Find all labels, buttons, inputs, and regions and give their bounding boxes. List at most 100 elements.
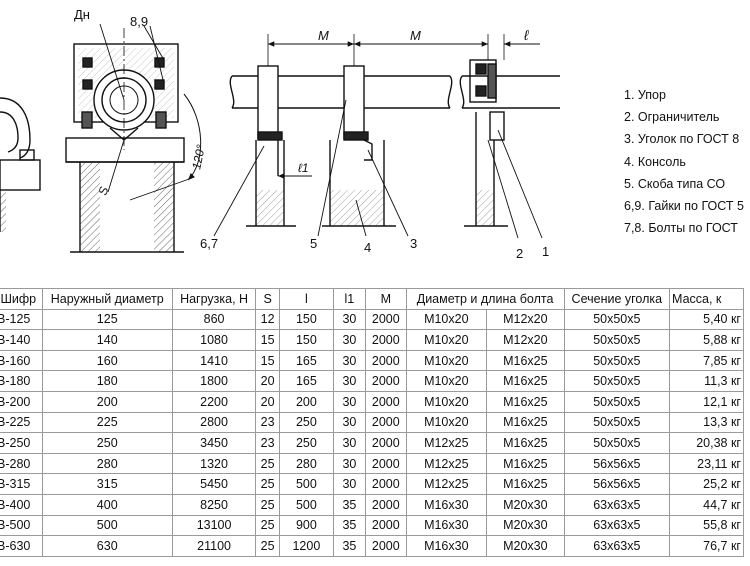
callout-3: 3: [410, 236, 417, 251]
table-cell: 2000: [365, 514, 407, 537]
table-cell: M16x25: [486, 452, 565, 475]
table-cell: 125: [41, 308, 173, 331]
label-nuts-top: 8,9: [130, 14, 148, 29]
table-cell: 860: [171, 308, 257, 331]
table-cell: 15: [255, 349, 280, 372]
table-cell: 5,88 кг: [669, 329, 744, 351]
front-view: [65, 23, 202, 253]
table-cell: 315: [41, 473, 173, 495]
table-cell: 25: [255, 452, 280, 475]
table-cell: В-630: [0, 535, 43, 557]
table-cell: В-225: [0, 411, 43, 434]
table-cell: 25,2 кг: [669, 473, 744, 495]
callout-1: 1: [542, 244, 549, 259]
table-cell: 63x63x5: [563, 493, 671, 516]
header-cell: Нагрузка, Н: [171, 288, 257, 310]
table-cell: 1320: [171, 452, 257, 475]
table-cell: 250: [41, 432, 173, 454]
header-cell: l1: [332, 288, 367, 310]
table-cell: M12x25: [405, 432, 488, 454]
table-cell: 30: [332, 411, 367, 434]
header-cell: Диаметр и длина болта: [405, 288, 565, 310]
table-cell: В-180: [0, 370, 43, 392]
table-cell: 250: [278, 432, 334, 454]
table-cell: В-140: [0, 329, 43, 351]
table-cell: В-400: [0, 493, 43, 516]
table-cell: M16x25: [486, 473, 565, 495]
table-cell: 2000: [365, 329, 407, 351]
table-cell: 50x50x5: [563, 308, 671, 331]
table-cell: 25: [255, 493, 280, 516]
table-cell: M12x20: [486, 308, 565, 331]
table-cell: 2000: [365, 452, 407, 475]
table-cell: 50x50x5: [563, 432, 671, 454]
header-cell: Сечение уголка: [563, 288, 671, 310]
table-cell: 30: [332, 308, 367, 331]
table-cell: 500: [278, 493, 334, 516]
table-cell: 56x56x5: [563, 473, 671, 495]
table-cell: 25: [255, 514, 280, 537]
table-cell: В-200: [0, 390, 43, 413]
table-cell: M20x30: [486, 514, 565, 537]
table-cell: M20x30: [486, 535, 565, 557]
table-cell: В-315: [0, 473, 43, 495]
legend-item: 7,8. Болты по ГОСТ: [624, 221, 738, 236]
table-cell: 50x50x5: [563, 349, 671, 372]
table-cell: 1080: [171, 329, 257, 351]
table-cell: 2000: [365, 432, 407, 454]
side-view: [213, 34, 560, 239]
table-cell: M16x30: [405, 493, 488, 516]
table-cell: 5,40 кг: [669, 308, 744, 331]
table-cell: M12x25: [405, 452, 488, 475]
table-cell: 35: [332, 514, 367, 537]
header-cell: M: [365, 288, 407, 310]
dim-m-right: M: [410, 28, 421, 43]
table-cell: 63x63x5: [563, 535, 671, 557]
table-cell: M10x20: [405, 308, 488, 331]
table-cell: 2000: [365, 370, 407, 392]
table-cell: M10x20: [405, 411, 488, 434]
table-cell: 140: [41, 329, 173, 351]
table-cell: 20: [255, 370, 280, 392]
label-angle: 120°: [189, 143, 208, 170]
header-cell: l: [278, 288, 334, 310]
table-cell: 50x50x5: [563, 390, 671, 413]
table-cell: 35: [332, 535, 367, 557]
table-cell: 2000: [365, 349, 407, 372]
table-cell: 1200: [278, 535, 334, 557]
table-cell: В-125: [0, 308, 43, 331]
table-cell: 50x50x5: [563, 411, 671, 434]
table-cell: 30: [332, 432, 367, 454]
table-cell: 55,8 кг: [669, 514, 744, 537]
table-cell: M10x20: [405, 370, 488, 392]
table-cell: 23: [255, 432, 280, 454]
table-cell: В-280: [0, 452, 43, 475]
legend-item: 2. Ограничитель: [624, 110, 720, 125]
table-cell: 150: [278, 308, 334, 331]
table-cell: 280: [278, 452, 334, 475]
side-support-partial: [0, 97, 41, 232]
table-cell: 500: [278, 473, 334, 495]
table-cell: 200: [278, 390, 334, 413]
legend-item: 5. Скоба типа СО: [624, 176, 726, 191]
label-s: S: [96, 185, 112, 197]
table-cell: 56x56x5: [563, 452, 671, 475]
table-cell: 50x50x5: [563, 329, 671, 351]
table-cell: 2000: [365, 473, 407, 495]
table-cell: 3450: [171, 432, 257, 454]
legend-item: 6,9. Гайки по ГОСТ 5: [624, 198, 744, 213]
table-cell: 2200: [171, 390, 257, 413]
table-cell: 150: [278, 329, 334, 351]
legend-item: 1. Упор: [624, 88, 666, 102]
callout-6-7: 6,7: [200, 236, 218, 251]
table-cell: 30: [332, 349, 367, 372]
table-cell: 165: [278, 370, 334, 392]
table-header-row: Шифр Наружный диаметр Нагрузка, Н S l l1…: [0, 288, 744, 310]
table-cell: M16x30: [405, 514, 488, 537]
